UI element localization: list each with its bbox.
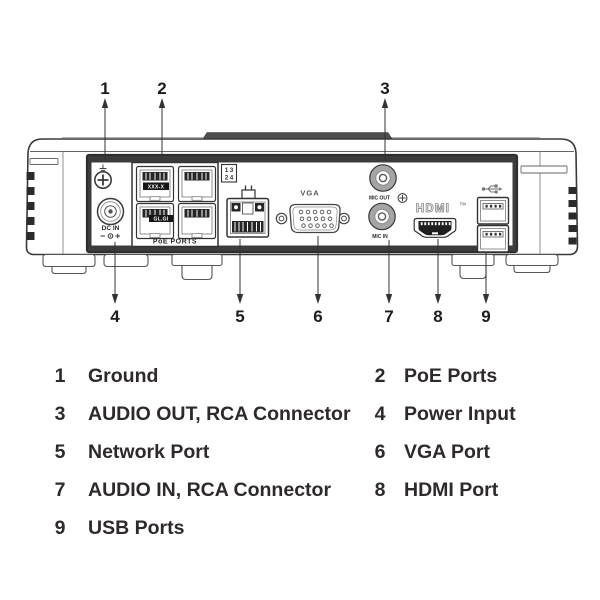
legend-num-8: 8 <box>374 479 386 501</box>
legend-label-audio-in: AUDIO IN, RCA Connector <box>88 479 332 501</box>
poe-ports-label: PoE PORTS <box>153 239 197 246</box>
legend-num-1: 1 <box>54 365 66 387</box>
callout-number-1: 1 <box>100 79 109 98</box>
hdmi-port: HDMI TM <box>413 202 467 238</box>
legend-num-4: 4 <box>374 403 386 425</box>
legend-label-audio-out: AUDIO OUT, RCA Connector <box>88 403 351 425</box>
legend-num-5: 5 <box>54 441 66 463</box>
right-vent-slots <box>568 187 577 245</box>
legend-label-network-port: Network Port <box>88 441 210 463</box>
power-input-connector: DC IN <box>96 197 125 239</box>
usb-icon <box>481 184 503 194</box>
callouts-top: 1 2 3 <box>100 79 390 162</box>
callout-number-5: 5 <box>235 307 244 326</box>
poe-port-badge-bottom: GL.GI <box>153 217 168 223</box>
power-polarity-icon <box>100 233 120 239</box>
hdmi-logo: HDMI <box>416 203 450 215</box>
vga-label: VGA <box>300 189 319 198</box>
feet <box>42 253 559 281</box>
usb-ports <box>476 184 510 253</box>
mic-out-label: MIC OUT <box>369 196 390 202</box>
callout-number-4: 4 <box>110 307 120 326</box>
mic-in-label: MIC IN <box>372 234 388 240</box>
legend-num-6: 6 <box>374 441 386 463</box>
hdmi-tm-mark: TM <box>460 202 467 207</box>
callout-number-9: 9 <box>481 307 490 326</box>
poe-ports-block: XXX-X GL.GI PoE PORTS <box>131 161 219 248</box>
ground-screw <box>94 164 112 189</box>
callout-number-8: 8 <box>433 307 442 326</box>
audio-out-rca: MIC OUT <box>369 164 397 202</box>
callout-number-3: 3 <box>380 79 389 98</box>
left-vent-slots <box>26 172 35 240</box>
poe-port-4 <box>177 202 217 240</box>
panel-screw <box>397 193 408 203</box>
poe-port-badge-top: XXX-X <box>148 184 165 190</box>
pair-row-2: 2 4 <box>225 176 234 182</box>
callout-number-6: 6 <box>313 307 322 326</box>
callout-number-2: 2 <box>157 79 166 98</box>
left-side-groove <box>29 158 59 165</box>
usb-port-bottom <box>476 224 510 253</box>
legend-num-2: 2 <box>374 365 386 387</box>
legend-num-9: 9 <box>54 517 66 539</box>
hdmi-pins <box>420 222 451 235</box>
network-port <box>226 185 270 238</box>
callouts-bottom: 4 5 6 7 8 9 <box>110 236 491 326</box>
legend-label-poe-ports: PoE Ports <box>404 365 498 387</box>
dc-in-label: DC IN <box>102 225 120 232</box>
pair-row-1: 1 3 <box>225 168 234 174</box>
legend-num-3: 3 <box>54 403 66 425</box>
vga-port: VGA <box>275 189 350 234</box>
callout-number-7: 7 <box>384 307 393 326</box>
legend-label-ground: Ground <box>88 365 159 387</box>
poe-port-2 <box>177 165 217 203</box>
legend-num-7: 7 <box>54 479 66 501</box>
vga-pin-holes <box>298 209 334 228</box>
usb-port-top <box>476 196 510 225</box>
right-side-groove <box>520 165 568 174</box>
audio-in-rca: MIC IN <box>368 202 396 240</box>
legend-label-power-input: Power Input <box>404 403 516 425</box>
poe-pair-numbering-box: 1 3 2 4 <box>220 163 238 183</box>
device-drawing: DC IN XXX-X GL.GI PoE PORTS 1 3 2 4 <box>25 79 579 326</box>
top-recess-strip <box>202 132 393 140</box>
legend-label-hdmi-port: HDMI Port <box>404 479 499 501</box>
legend-label-usb-ports: USB Ports <box>88 517 185 539</box>
legend-label-vga-port: VGA Port <box>404 441 490 463</box>
